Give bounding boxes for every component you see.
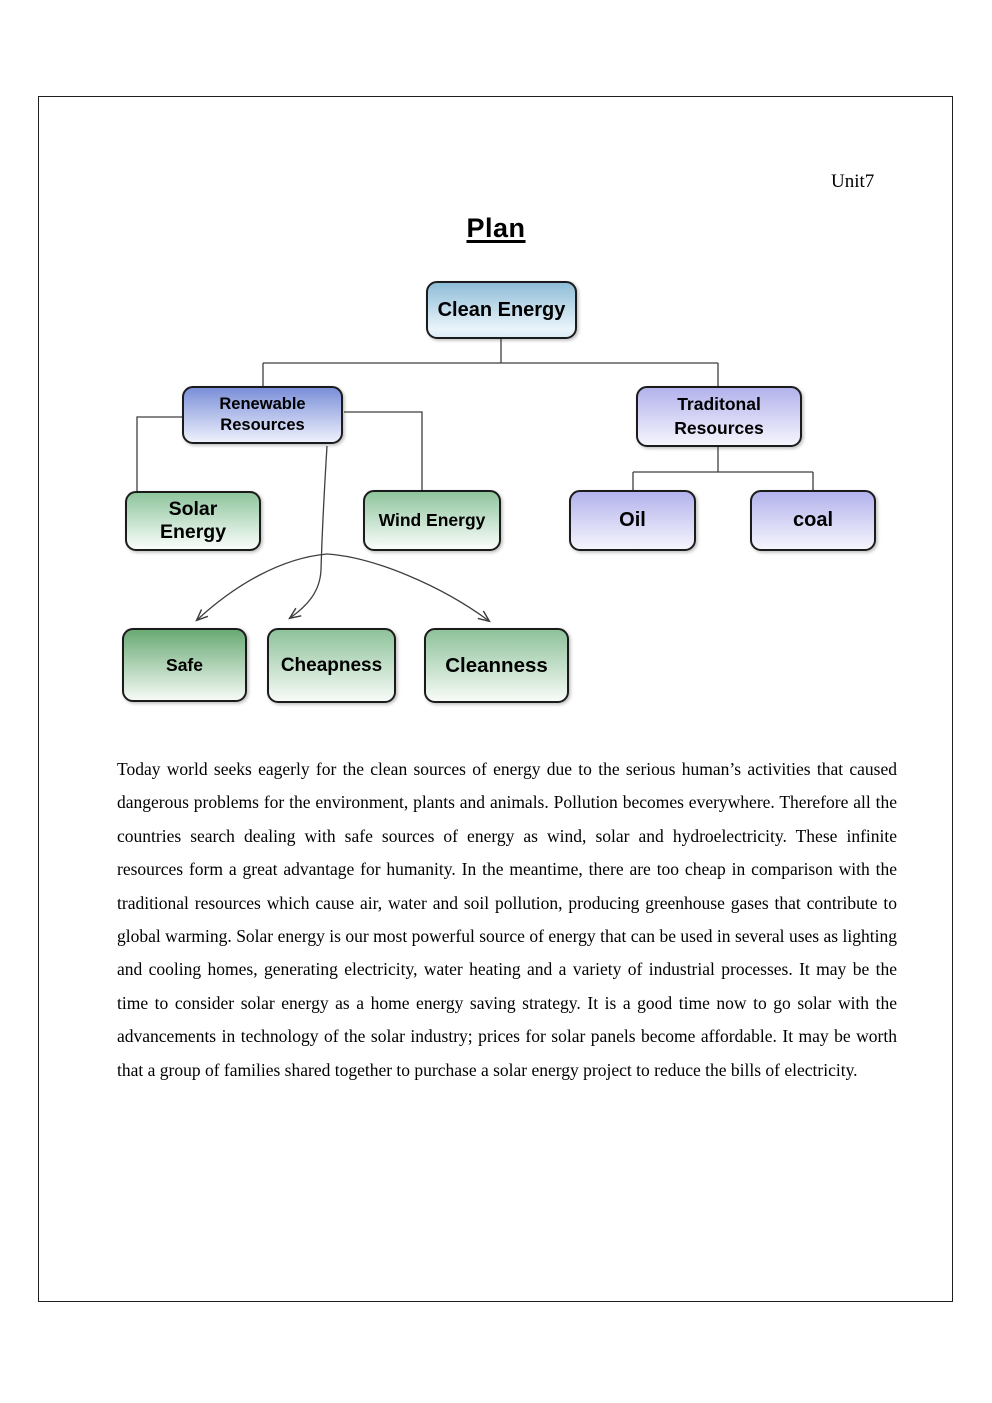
node-solar-energy: Solar Energy	[125, 491, 261, 551]
unit-label: Unit7	[831, 171, 875, 192]
node-clean-energy: Clean Energy	[426, 281, 577, 339]
page-border	[38, 96, 953, 1302]
node-coal: coal	[750, 490, 876, 551]
node-wind-energy: Wind Energy	[363, 490, 501, 551]
node-traditional-resources: Traditonal Resources	[636, 386, 802, 447]
page-title-text: Plan	[466, 213, 526, 243]
node-cheapness: Cheapness	[267, 628, 396, 703]
node-safe: Safe	[122, 628, 247, 702]
node-oil: Oil	[569, 490, 696, 551]
node-renewable-resources: Renewable Resources	[182, 386, 343, 444]
body-paragraph: Today world seeks eagerly for the clean …	[117, 759, 897, 1080]
page-title: Plan	[0, 213, 992, 244]
node-cleanness: Cleanness	[424, 628, 569, 703]
